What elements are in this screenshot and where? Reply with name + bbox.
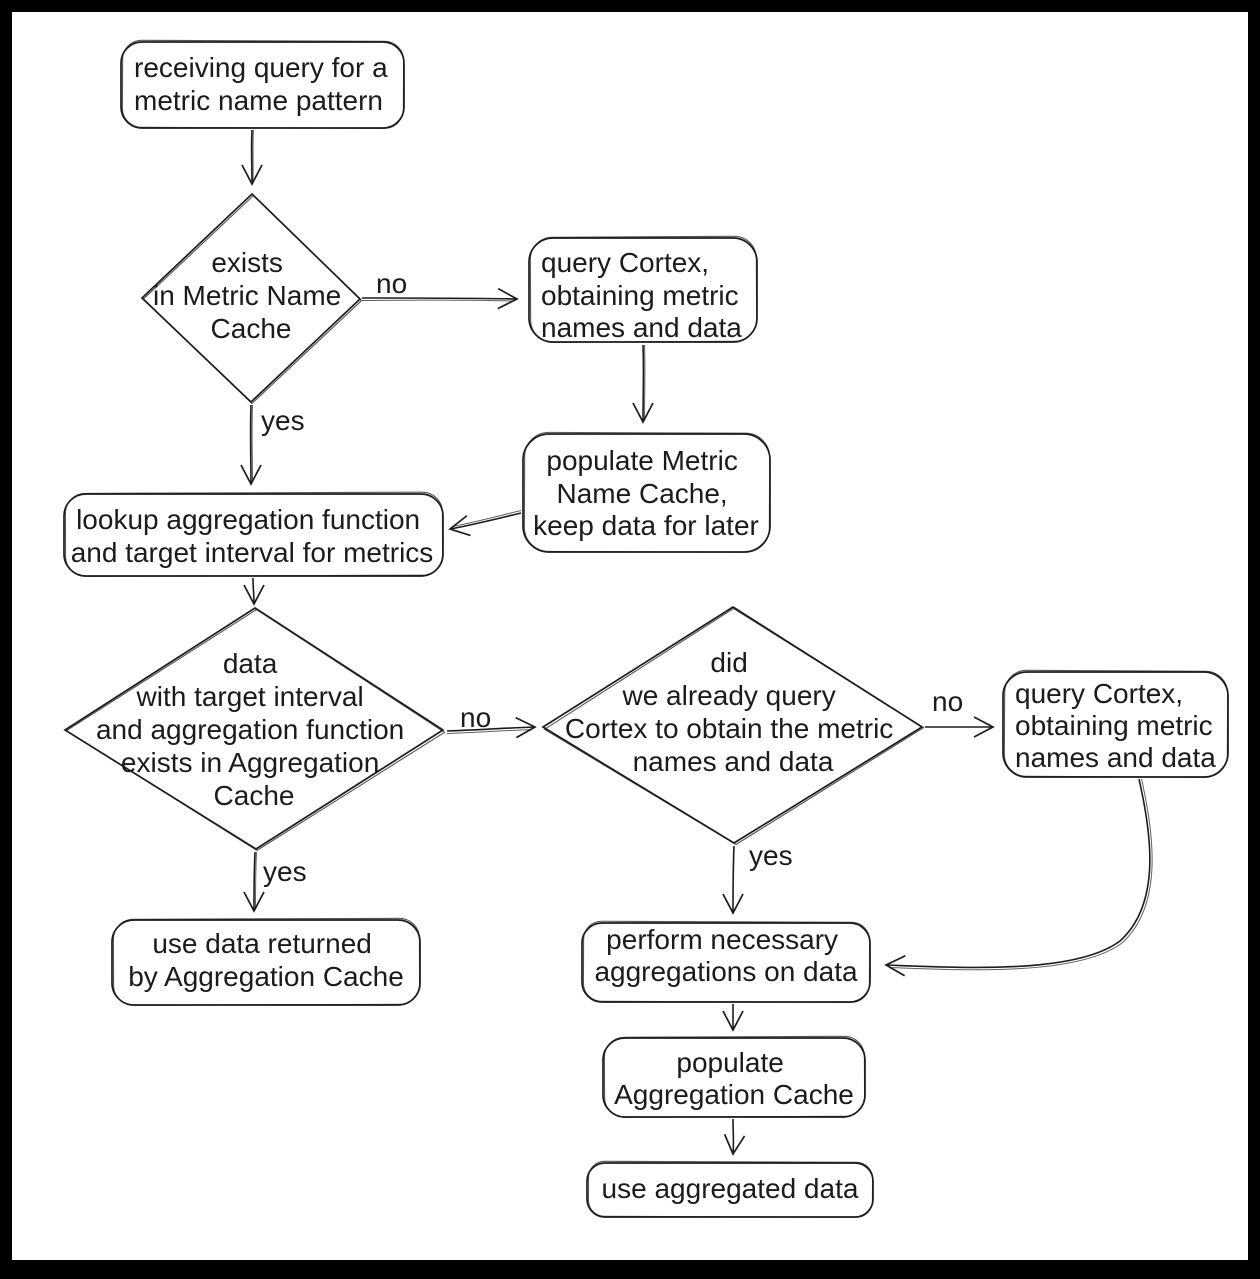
edge-labels: no yes no yes no yes xyxy=(261,268,963,887)
svg-text:use aggregated data: use aggregated data xyxy=(602,1173,859,1204)
svg-text:perform necessary aggreg: perform necessary aggregations on data xyxy=(594,924,858,987)
svg-text:populate Aggregation Cac: populate Aggregation Cache xyxy=(614,1047,854,1110)
svg-text:receiving query for a me: receiving query for a metric name patter… xyxy=(134,52,395,116)
edge-label-yes-3: yes xyxy=(749,840,793,871)
node-populate-aggregation-cache: populate Aggregation Cache xyxy=(602,1035,866,1118)
edges xyxy=(240,129,1153,1156)
svg-text:exists in Metric Name: exists in Metric Name Cache xyxy=(153,247,349,344)
node-exists-in-metric-name-cache: exists in Metric Name Cache xyxy=(140,192,363,405)
node-already-queried-cortex: did we already query Cortex to obtain th… xyxy=(541,605,925,846)
svg-text:populate Metric Name Cac: populate Metric Name Cache, keep data fo… xyxy=(533,445,759,541)
node-lookup-aggregation: lookup aggregation function and target i… xyxy=(63,491,444,577)
svg-text:query Cortex, obtaining: query Cortex, obtaining metric names and… xyxy=(1015,678,1220,773)
node-receiving-query: receiving query for a metric name patter… xyxy=(120,39,405,129)
edge-label-yes-2: yes xyxy=(263,856,307,887)
svg-text:query Cortex, obtaining: query Cortex, obtaining metric names and… xyxy=(541,247,746,343)
svg-text:use data returned by Agg: use data returned by Aggregation Cache xyxy=(128,928,404,992)
node-use-aggregated-data: use aggregated data xyxy=(586,1160,874,1218)
svg-text:lookup aggregation function: lookup aggregation function and target i… xyxy=(71,504,434,568)
edge-label-no-2: no xyxy=(460,702,491,733)
edge-label-yes-1: yes xyxy=(261,405,305,436)
svg-text:data with target interva: data with target interval and aggregatio… xyxy=(96,648,412,811)
node-populate-metric-name-cache: populate Metric Name Cache, keep data fo… xyxy=(522,431,771,553)
node-perform-aggregations: perform necessary aggregations on data xyxy=(581,920,871,1003)
node-data-in-aggregation-cache: data with target interval and aggregatio… xyxy=(63,606,446,852)
node-query-cortex-right: query Cortex, obtaining metric names and… xyxy=(1002,669,1229,778)
node-query-cortex-top: query Cortex, obtaining metric names and… xyxy=(528,235,758,343)
edge-label-no-1: no xyxy=(376,268,407,299)
node-use-aggregation-cache-data: use data returned by Aggregation Cache xyxy=(111,917,421,1006)
edge-label-no-3: no xyxy=(932,686,963,717)
svg-text:did we already query: did we already query Cortex to obtain th… xyxy=(565,647,901,777)
